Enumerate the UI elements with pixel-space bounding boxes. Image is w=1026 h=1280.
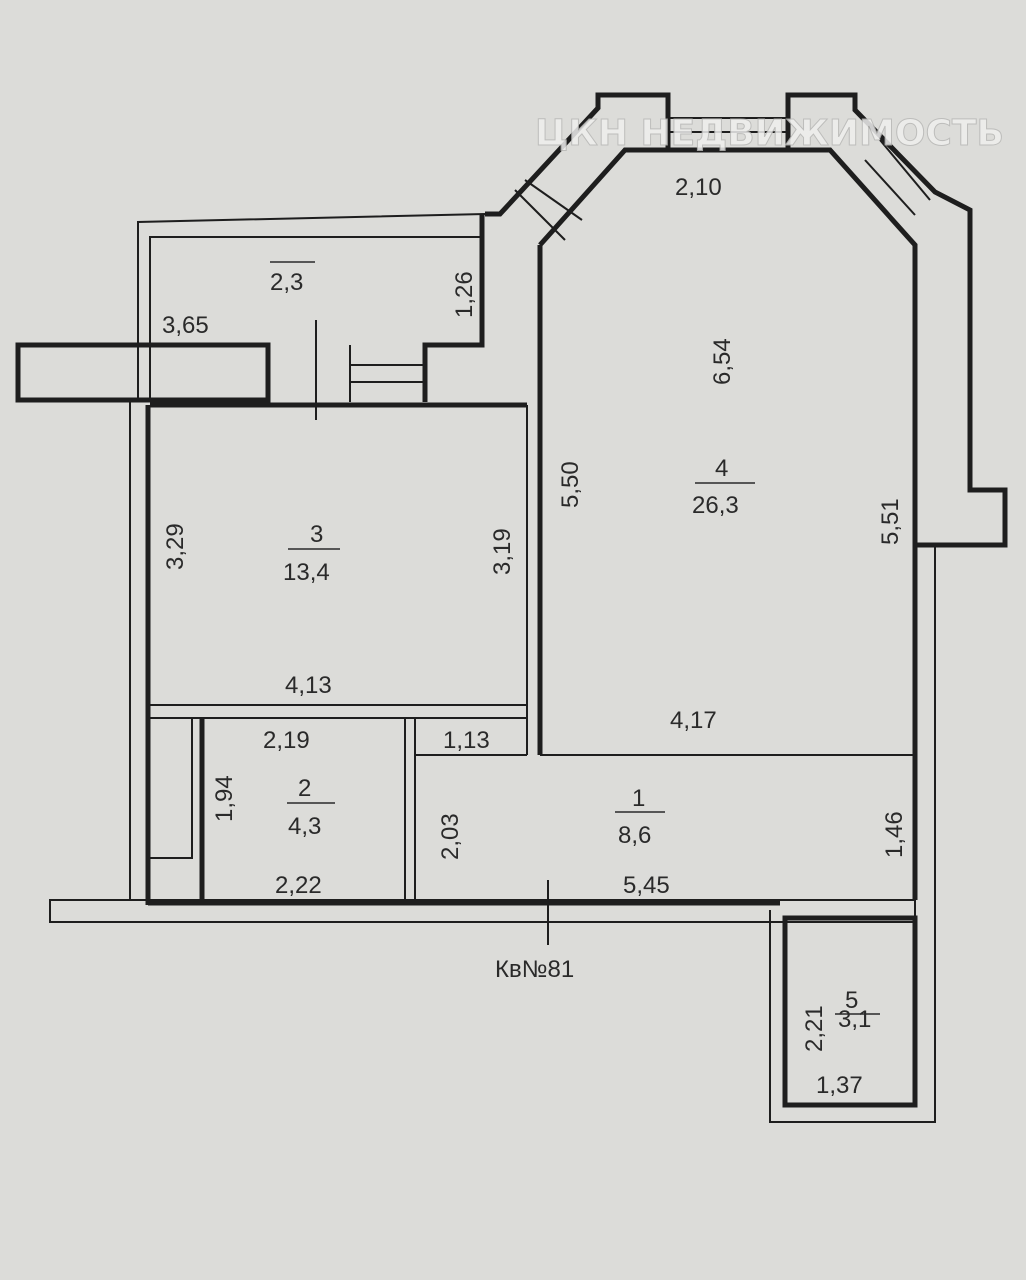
- room-3-number: 3: [310, 521, 323, 548]
- room-5-dim-side: 2,21: [801, 1005, 828, 1052]
- room-5-number: 5: [845, 987, 858, 1014]
- room-3-dim-right: 3,19: [489, 528, 516, 575]
- room-4-walls: [485, 92, 1008, 900]
- room-1-area: 8,6: [618, 822, 651, 849]
- room-2-dim-bottom: 2,22: [275, 872, 322, 899]
- room-2-dim-side: 1,94: [211, 775, 238, 822]
- room-1-dim-top: 1,13: [443, 727, 490, 754]
- room-2-number: 2: [298, 775, 311, 802]
- room-4-area: 26,3: [692, 492, 739, 519]
- room-4-dim-bottom: 4,17: [670, 707, 717, 734]
- room-4-number: 4: [715, 455, 728, 482]
- room-1-dim-side: 2,03: [437, 813, 464, 860]
- room-4-dim-depth: 6,54: [709, 338, 736, 385]
- loggia-length: 3,65: [162, 312, 209, 339]
- loggia-walls: [15, 213, 486, 420]
- room-2-dim-top: 2,19: [263, 727, 310, 754]
- room-2-area: 4,3: [288, 813, 321, 840]
- apartment-label: Кв№81: [495, 956, 574, 983]
- room-5-dim-bottom: 1,37: [816, 1072, 863, 1099]
- room-5-walls: [769, 545, 936, 1123]
- room-3-area: 13,4: [283, 559, 330, 586]
- watermark: ЦКН НЕДВИЖИМОСТЬ: [535, 113, 1004, 154]
- room-3-dim-bottom: 4,13: [285, 672, 332, 699]
- room-3-dim-left: 3,29: [162, 523, 189, 570]
- room-5-area: 3,1: [838, 1006, 871, 1033]
- room-1-dim-right: 1,46: [881, 811, 908, 858]
- loggia-area: 2,3: [270, 269, 303, 296]
- loggia-width: 1,26: [451, 271, 478, 318]
- exterior-wall: [49, 880, 916, 945]
- room-1-number: 1: [632, 785, 645, 812]
- interior-walls: [129, 400, 527, 905]
- room-4-dim-top: 2,10: [675, 174, 722, 201]
- room-1-dim-bottom: 5,45: [623, 872, 670, 899]
- room-4-dim-left: 5,50: [557, 461, 584, 508]
- room-4-dim-right: 5,51: [877, 498, 904, 545]
